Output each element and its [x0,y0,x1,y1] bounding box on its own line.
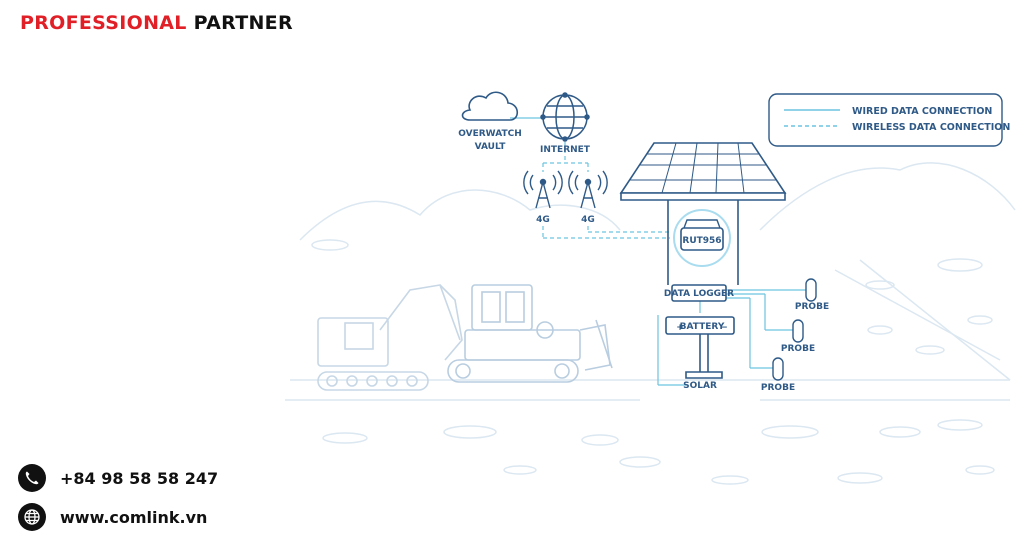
phone-contact[interactable]: +84 98 58 58 247 [18,464,218,492]
globe-icon [18,503,46,531]
title-word-partner: PARTNER [193,12,293,34]
legend-wired-label: WIRED DATA CONNECTION [852,106,992,117]
solar-label: SOLAR [683,381,717,391]
website-contact[interactable]: www.comlink.vn [18,503,207,531]
battery-minus: − [720,323,728,333]
data-logger-box [671,284,727,302]
phone-icon [18,464,46,492]
probe-sensor-3 [772,357,784,381]
probe-sensor-2 [792,319,804,343]
data-logger-label: DATA LOGGER [664,289,734,299]
wired-connections [510,117,806,386]
excavator-illustration [317,284,463,391]
cell-tower-icon [568,170,608,209]
battery-box [665,316,735,335]
probe-label-2: PROBE [781,344,815,354]
legend [768,93,1003,147]
background-scenery [285,162,1016,485]
legend-wireless-label: WIRELESS DATA CONNECTION [852,122,1010,133]
solar-panel-icon [619,142,787,201]
probe-label-1: PROBE [795,302,829,312]
cell-tower-icon [523,170,563,209]
probe-label-3: PROBE [761,383,795,393]
website-link[interactable]: www.comlink.vn [60,507,208,527]
router-label: RUT956 [682,236,721,246]
bulldozer-illustration [447,284,613,383]
cloud-icon [461,91,519,121]
router-icon [673,209,731,267]
tower-label-1: 4G [536,215,550,225]
title-word-professional: PROFESSIONAL [20,12,187,34]
phone-number[interactable]: +84 98 58 58 247 [60,468,219,488]
internet-label: INTERNET [540,145,591,155]
probe-sensor-1 [805,278,817,302]
battery-plus: + [676,323,684,333]
internet-globe-icon [540,92,590,142]
battery-label: BATTERY [680,322,725,332]
mounting-frame [667,200,739,379]
tower-label-2: 4G [581,215,595,225]
cloud-label-line2: VAULT [475,142,507,152]
cloud-label-line1: OVERWATCH [458,129,522,139]
page-title: PROFESSIONAL PARTNER [20,12,293,34]
wireless-connections [542,142,670,239]
